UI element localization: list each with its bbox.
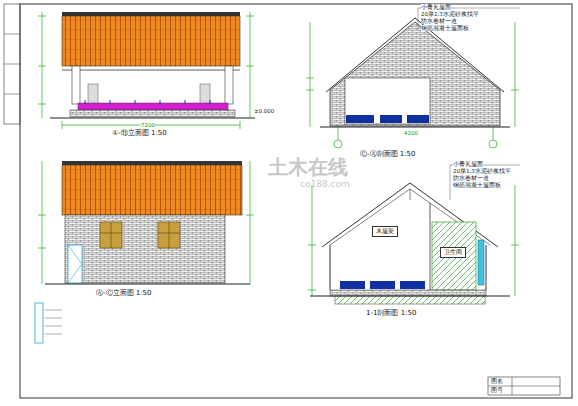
- label-box: 木屋架: [372, 226, 398, 237]
- drawing-note: Ⓒ-Ⓐ剖面图 1:50: [360, 151, 415, 159]
- drawing-note: 防水卷材一道: [453, 175, 489, 181]
- drawing-note: 图号: [491, 387, 503, 394]
- drawing-note: 小青瓦屋面: [421, 4, 451, 10]
- drawing-note: 20厚1:3水泥砂浆找平: [453, 168, 511, 174]
- drawing-note: Ⓐ-Ⓒ立面图 1:50: [96, 290, 151, 298]
- side-elevation: [35, 161, 254, 343]
- drawing-note: 防水卷材一道: [421, 18, 457, 24]
- box-text: 卫生间: [444, 249, 462, 256]
- drawing-note: ±0.000: [254, 108, 274, 114]
- cross-section: [306, 8, 520, 148]
- watermark: 土木在线: [268, 156, 348, 178]
- label-box: 卫生间: [440, 247, 466, 258]
- drawing-note: 7200: [141, 122, 155, 128]
- drawing-note: 图名: [491, 378, 503, 385]
- drawing-note: 1-1剖面图 1:50: [366, 310, 416, 318]
- drawing-note: ①-⑪立面图 1:50: [112, 130, 167, 138]
- drawing-note: 小青瓦屋面: [453, 161, 483, 167]
- drawing-note: 钢筋混凝土屋面板: [453, 182, 501, 188]
- watermark: co188.com: [300, 180, 350, 190]
- drawing-note: 20厚1:3水泥砂浆找平: [421, 11, 479, 17]
- box-text: 木屋架: [376, 228, 394, 235]
- drawing-note: 4200: [404, 130, 418, 136]
- drawing-note: 钢筋混凝土屋面板: [421, 25, 469, 31]
- front-elevation: [38, 12, 255, 129]
